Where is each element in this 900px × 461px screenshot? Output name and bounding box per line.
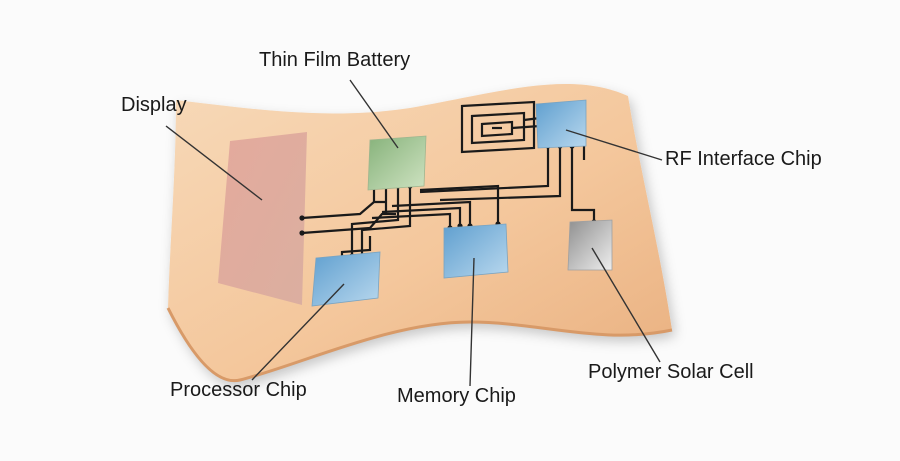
label-thin-film-battery: Thin Film Battery [259, 49, 411, 71]
leader-lines [165, 79, 663, 387]
leader-rf [565, 129, 663, 161]
leader-processor [251, 283, 345, 381]
substrate-edge [166, 307, 673, 383]
display-panel [218, 132, 307, 305]
leader-battery [349, 79, 399, 149]
polymer-solar-cell [567, 219, 613, 271]
processor-chip [311, 251, 381, 307]
rf-interface-chip [535, 99, 587, 149]
label-polymer-solar-cell: Polymer Solar Cell [588, 361, 754, 383]
thin-film-battery [367, 135, 427, 191]
leader-display [165, 125, 263, 201]
leader-solar [591, 247, 661, 363]
label-rf-interface-chip: RF Interface Chip [665, 148, 822, 170]
leader-memory [469, 257, 475, 387]
label-memory-chip: Memory Chip [397, 385, 516, 407]
label-display: Display [121, 94, 187, 116]
label-processor-chip: Processor Chip [170, 379, 307, 401]
memory-chip [443, 223, 509, 279]
